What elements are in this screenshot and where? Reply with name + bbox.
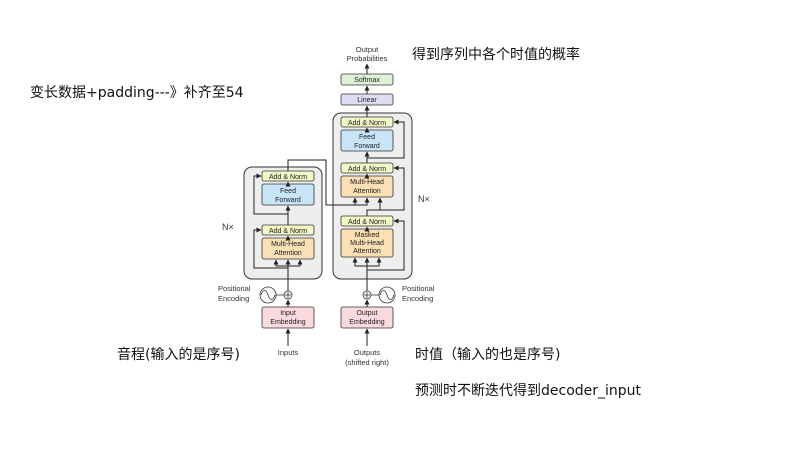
decoder-masked-label-3: Attention <box>353 248 381 255</box>
decoder-masked-label-1: Masked <box>355 232 380 239</box>
output-probabilities-label-2: Probabilities <box>347 54 388 63</box>
linear-label: Linear <box>357 97 377 104</box>
decoder-add-norm-top-label: Add & Norm <box>348 120 386 127</box>
encoder-repeat-label: N× <box>222 222 234 232</box>
input-embedding-label-1: Input <box>280 310 296 317</box>
encoder-positional-label-1: Positional <box>218 284 251 293</box>
inputs-label: Inputs <box>278 348 299 357</box>
encoder-attention-label-1: Multi-Head <box>271 241 305 248</box>
decoder-feed-forward-label-2: Forward <box>354 143 380 150</box>
decoder-add-norm-middle-label: Add & Norm <box>348 166 386 173</box>
decoder-positional-label-2: Encoding <box>402 294 433 303</box>
encoder-positional-encoding-icon <box>259 286 277 304</box>
encoder-add-norm-top-label: Add & Norm <box>269 174 307 181</box>
encoder-positional-label-2: Encoding <box>218 294 249 303</box>
output-embedding-label-1: Output <box>356 310 377 317</box>
encoder-add-icon <box>283 290 293 300</box>
softmax-label: Softmax <box>354 77 380 84</box>
decoder-add-norm-bottom-label: Add & Norm <box>348 219 386 226</box>
output-embedding-label-2: Embedding <box>349 319 385 326</box>
encoder-add-norm-bottom-label: Add & Norm <box>269 228 307 235</box>
decoder-attention-label-1: Multi-Head <box>350 179 384 186</box>
connector-lines <box>253 63 405 346</box>
output-probabilities-label-1: Output <box>356 45 379 54</box>
decoder-add-icon <box>362 290 372 300</box>
outputs-label-2: (shifted right) <box>345 358 389 367</box>
decoder-attention-label-2: Attention <box>353 188 381 195</box>
input-embedding-label-2: Embedding <box>270 319 306 326</box>
decoder-masked-label-2: Multi-Head <box>350 240 384 247</box>
encoder-feed-forward-label-1: Feed <box>280 188 296 195</box>
decoder-positional-encoding-icon <box>378 286 396 304</box>
decoder-repeat-label: N× <box>418 194 430 204</box>
encoder-feed-forward-label-2: Forward <box>275 197 301 204</box>
annotation-left: 变长数据+padding---》补齐至54 <box>30 85 244 101</box>
decoder-positional-label-1: Positional <box>402 284 435 293</box>
decoder-feed-forward-label-1: Feed <box>359 134 375 141</box>
annotation-bottom-right: 时值（输入的也是序号) <box>415 347 561 363</box>
encoder-attention-label-2: Attention <box>274 250 302 257</box>
outputs-label-1: Outputs <box>354 348 381 357</box>
annotation-top-right: 得到序列中各个时值的概率 <box>412 47 580 63</box>
annotation-bottom-left: 音程(输入的是序号) <box>117 347 240 363</box>
annotation-bottom-right-2: 预测时不断迭代得到decoder_input <box>415 383 642 399</box>
